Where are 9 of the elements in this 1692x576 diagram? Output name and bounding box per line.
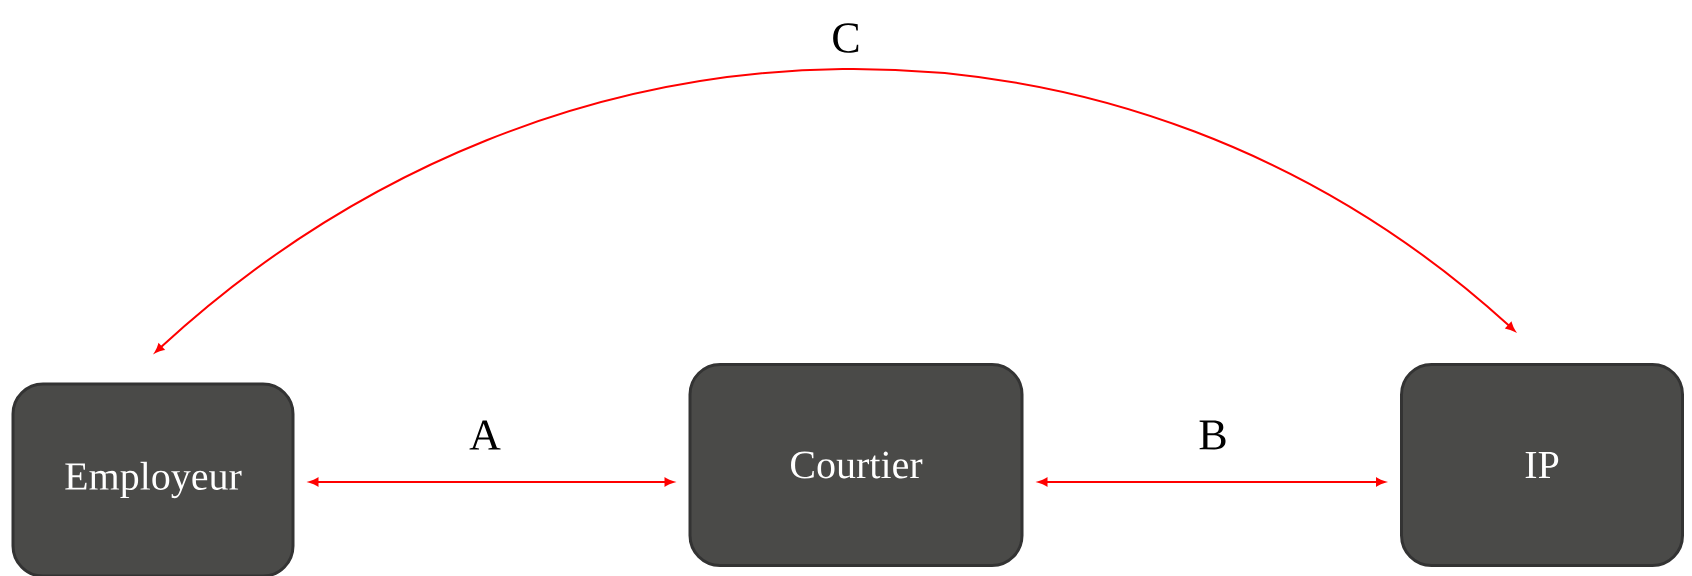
arrow	[1038, 477, 1386, 487]
edge-label: A	[469, 420, 501, 450]
arrow	[309, 477, 674, 487]
process-box: IP	[1400, 363, 1684, 567]
edge-label: C	[833, 23, 859, 53]
process-box: Courtier	[688, 363, 1024, 567]
edge-label: B	[1199, 420, 1226, 450]
process-box: Employeur	[11, 382, 295, 576]
arrow	[154, 68, 1516, 353]
